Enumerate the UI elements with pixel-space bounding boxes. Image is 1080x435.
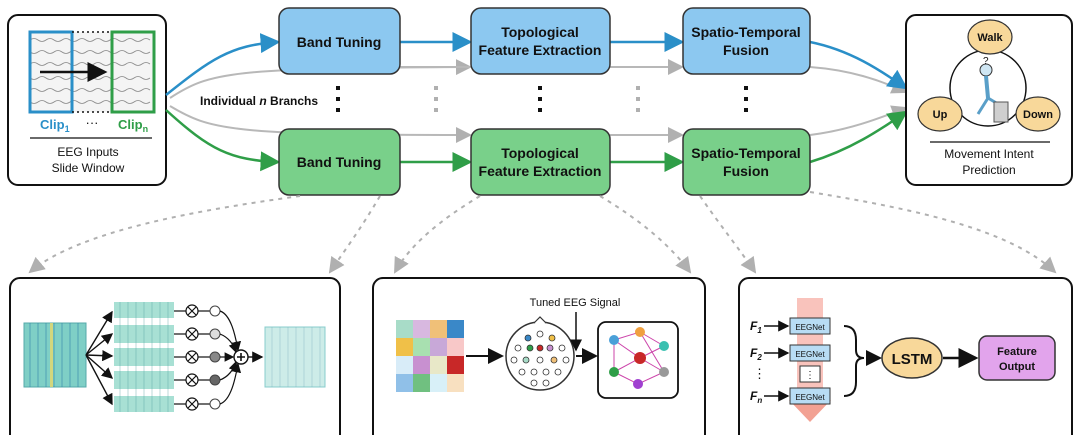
inputs-caption-line2: Slide Window xyxy=(52,161,125,175)
svg-text:EEGNet: EEGNet xyxy=(795,350,825,359)
movement-output-panel: ? Walk Up Down Movement Intent Predictio… xyxy=(905,14,1073,186)
lstm-label: LSTM xyxy=(892,351,933,368)
branch-ellipsis: Individual n Branchs xyxy=(200,86,748,112)
f2-label: F2 xyxy=(750,346,762,362)
output-caption-line1: Movement Intent xyxy=(944,147,1034,161)
feature-output-line1: Feature xyxy=(997,346,1037,358)
tuned-signal-label: Tuned EEG Signal xyxy=(530,297,621,309)
eeg-waveform-image xyxy=(28,30,156,114)
feature-output-line2: Output xyxy=(999,361,1035,373)
green-topo-label-1: Topological xyxy=(501,145,579,161)
clip-last-frame xyxy=(110,30,156,114)
tuned-output xyxy=(264,326,326,388)
up-bubble xyxy=(917,96,963,132)
blue-branch: Band Tuning Topological Feature Extracti… xyxy=(278,7,811,75)
fn-label: Fn xyxy=(750,389,762,405)
blue-fusion-label-1: Spatio-Temporal xyxy=(691,24,800,40)
down-label: Down xyxy=(1023,109,1053,121)
walk-label: Walk xyxy=(977,32,1003,44)
green-topo-box xyxy=(470,128,611,196)
eegnet-blocks: EEGNet EEGNet ⋮ EEGNet xyxy=(789,317,831,405)
svg-text:?: ? xyxy=(983,56,989,67)
branch-connectors xyxy=(165,32,909,172)
merge-brace xyxy=(843,325,865,397)
blue-band-tuning-box xyxy=(278,7,401,75)
inputs-caption-line1: EEG Inputs xyxy=(57,145,118,159)
band-filters xyxy=(114,302,174,412)
output-caption-line2: Prediction xyxy=(962,163,1015,177)
blue-fusion-label-2: Fusion xyxy=(723,42,769,58)
clip-dots: ··· xyxy=(86,115,99,130)
raw-eeg-input xyxy=(23,322,87,388)
blue-topo-label-2: Feature Extraction xyxy=(479,42,602,58)
green-band-tuning-box xyxy=(278,128,401,196)
person-on-step-icon: ? xyxy=(976,56,1009,123)
svg-text:EEGNet: EEGNet xyxy=(795,323,825,332)
f-dots: ⋮ xyxy=(753,366,766,381)
eeg-inputs-panel: Clip1 ··· Clipn EEG Inputs Slide Window xyxy=(7,14,167,186)
clip-last-label: Clipn xyxy=(118,117,148,134)
green-topo-label-2: Feature Extraction xyxy=(479,163,602,179)
blue-band-tuning-label: Band Tuning xyxy=(297,34,382,50)
up-label: Up xyxy=(933,109,948,121)
green-fusion-label-1: Spatio-Temporal xyxy=(691,145,800,161)
band-tuning-detail-panel xyxy=(9,277,341,435)
walk-bubble xyxy=(967,19,1013,55)
green-fusion-box xyxy=(682,128,811,196)
fusion-detail-panel: F1 F2 ⋮ Fn EEGNet EEGNet ⋮ EEGNet LSTM F… xyxy=(738,277,1073,435)
clip-first-label: Clip1 xyxy=(40,117,70,134)
blue-topo-box xyxy=(470,7,611,75)
lstm-node xyxy=(881,337,943,379)
weight-nodes xyxy=(209,305,221,410)
topology-detail-panel: Tuned EEG Signal xyxy=(372,277,706,435)
zoom-connectors xyxy=(28,191,1057,274)
green-band-tuning-label: Band Tuning xyxy=(297,154,382,170)
feature-output-box xyxy=(978,335,1056,381)
branches-label: Individual n Branchs xyxy=(200,94,318,108)
feature-grid xyxy=(396,320,464,392)
f1-label: F1 xyxy=(750,319,762,335)
feature-graph xyxy=(597,321,679,399)
blue-fusion-box xyxy=(682,7,811,75)
electrode-head-map xyxy=(505,316,575,391)
svg-text:⋮: ⋮ xyxy=(805,370,815,381)
blue-topo-label-1: Topological xyxy=(501,24,579,40)
green-fusion-label-2: Fusion xyxy=(723,163,769,179)
green-branch: Band Tuning Topological Feature Extracti… xyxy=(278,128,811,196)
down-bubble xyxy=(1015,96,1061,132)
svg-text:EEGNet: EEGNet xyxy=(795,393,825,402)
